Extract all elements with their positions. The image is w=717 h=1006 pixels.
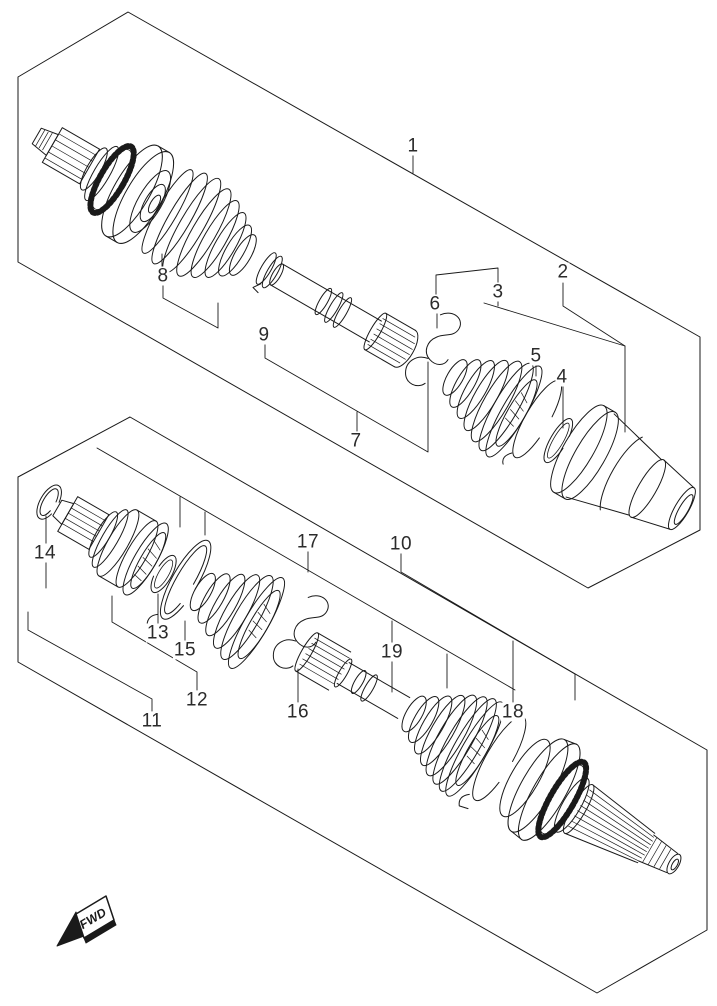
leader-10: [401, 553, 575, 700]
fwd-arrow: FWD: [57, 896, 116, 946]
leader-8: [162, 254, 218, 328]
boot-wire-clamp: [400, 307, 469, 394]
callout-9: 9: [257, 324, 271, 346]
callout-3: 3: [491, 281, 505, 303]
outer-boot: [422, 328, 550, 462]
boot-band-small: [249, 250, 285, 296]
callout-18: 18: [500, 701, 526, 723]
inner-joint-housing: [77, 495, 176, 600]
snap-ring-outer: [539, 415, 578, 466]
callout-7: 7: [349, 430, 363, 452]
outer-cv-joint: [62, 120, 187, 252]
inner-boot: [132, 160, 277, 306]
boot-retainer-ring: [145, 534, 219, 636]
bottom-drive-shaft-assembly: [12, 451, 706, 916]
callout-19: 19: [379, 641, 405, 663]
callout-8: 8: [156, 265, 170, 287]
callout-2: 2: [556, 261, 570, 283]
spline-end: [361, 311, 424, 371]
leader-3: [484, 300, 625, 346]
outer-cv-joint-lh: [485, 723, 607, 857]
boot-band-lh: [457, 710, 534, 818]
callout-17: 17: [295, 531, 321, 553]
axle-shaft: [265, 258, 384, 346]
callout-1: 1: [406, 135, 420, 157]
callout-12: 12: [184, 689, 210, 711]
leader-17-19: [97, 448, 515, 690]
leader-11: [28, 612, 152, 711]
callout-leader-lines: [28, 155, 625, 711]
fwd-arrow-plate-edge: [84, 920, 116, 943]
callout-16: 16: [285, 701, 311, 723]
callout-13: 13: [145, 622, 171, 644]
axle-shaft-lh: [291, 630, 414, 727]
snap-ring-inner: [32, 481, 67, 523]
stub-shaft-tip: [31, 126, 59, 156]
bottom-panel-outline: [18, 417, 707, 993]
wheel-spline-shaft: [559, 781, 693, 890]
spacer-ring: [146, 552, 181, 596]
leader-12: [112, 596, 197, 690]
panel-outlines: [18, 12, 707, 993]
leader-9-7: [265, 344, 428, 452]
top-panel-outline: [18, 12, 700, 588]
callout-4: 4: [555, 366, 569, 388]
leader-6-3: [436, 268, 498, 328]
top-drive-shaft-assembly: [10, 89, 715, 559]
callout-14: 14: [32, 542, 58, 564]
outer-boot-lh: [380, 663, 512, 802]
callout-6: 6: [428, 293, 442, 315]
callout-11: 11: [140, 710, 164, 732]
shaft-collar: [358, 673, 380, 703]
leader-2: [563, 283, 625, 432]
boot-wire-clamp-lh: [268, 589, 337, 676]
callout-5: 5: [529, 345, 543, 367]
joint-housing: [541, 398, 713, 555]
shaft-collar: [349, 669, 369, 696]
callout-10: 10: [388, 533, 414, 555]
callout-15: 15: [172, 639, 198, 661]
spline-section: [42, 128, 99, 184]
inner-boot-lh: [170, 543, 293, 674]
